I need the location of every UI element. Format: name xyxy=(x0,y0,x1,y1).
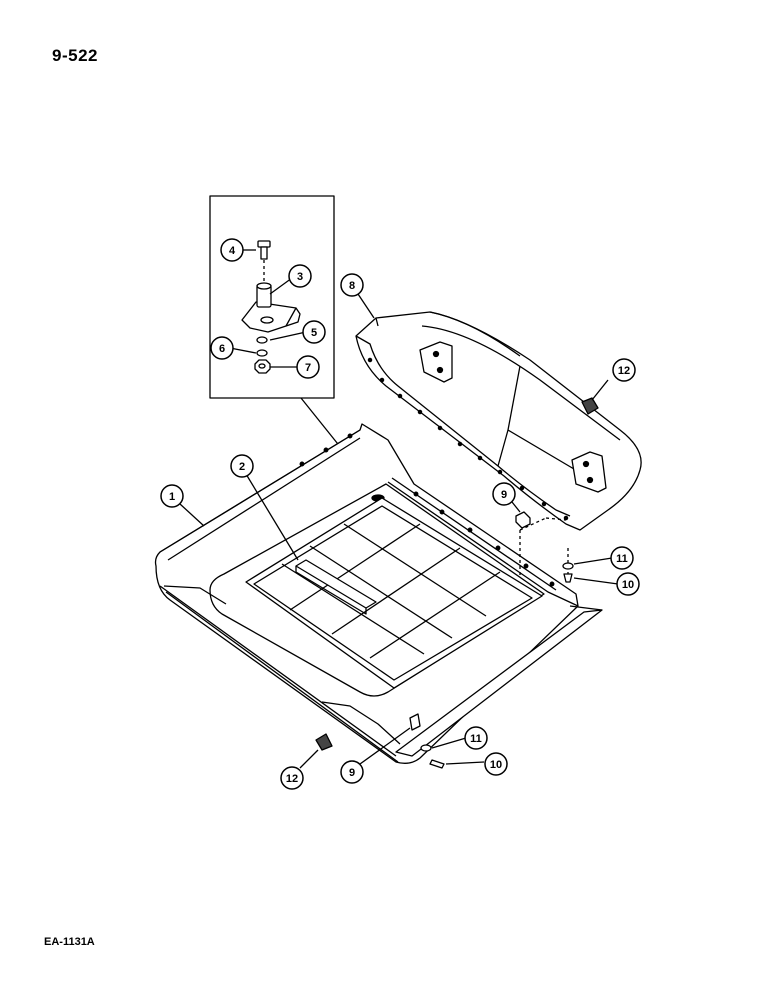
figure-code: EA-1131A xyxy=(44,936,95,948)
callout-9-upper: 9 xyxy=(492,482,516,506)
svg-text:8: 8 xyxy=(349,280,355,292)
screw-upper xyxy=(563,573,573,583)
nut-part xyxy=(254,359,271,374)
svg-text:6: 6 xyxy=(219,343,225,355)
washer-lower xyxy=(420,744,432,752)
lock-washer-part xyxy=(256,349,268,357)
callout-5: 5 xyxy=(302,320,326,344)
callout-6: 6 xyxy=(210,336,234,360)
clip-nut-upper xyxy=(515,511,531,529)
callout-12-lower: 12 xyxy=(280,766,304,790)
svg-text:12: 12 xyxy=(286,773,298,785)
alignment-lines xyxy=(519,517,569,576)
detail-inset-frame xyxy=(209,195,335,399)
callout-2: 2 xyxy=(230,454,254,478)
callout-11-upper: 11 xyxy=(610,546,634,570)
grille-part xyxy=(245,497,543,689)
callout-9-lower: 9 xyxy=(340,760,364,784)
callout-4: 4 xyxy=(220,238,244,262)
svg-text:11: 11 xyxy=(616,553,628,565)
washer-part xyxy=(256,336,268,344)
callout-3: 3 xyxy=(288,264,312,288)
svg-text:4: 4 xyxy=(229,245,236,257)
washer-upper xyxy=(562,562,574,570)
spacer-bracket-part xyxy=(241,282,301,333)
side-rail-part xyxy=(163,585,603,757)
svg-text:1: 1 xyxy=(169,491,175,503)
callout-11-lower: 11 xyxy=(464,726,488,750)
svg-text:2: 2 xyxy=(239,461,245,473)
svg-text:10: 10 xyxy=(622,579,634,591)
svg-text:3: 3 xyxy=(297,271,303,283)
callout-12-upper: 12 xyxy=(612,358,636,382)
callout-leaders xyxy=(179,249,619,769)
callout-8: 8 xyxy=(340,273,364,297)
support-bar-part xyxy=(295,559,377,615)
screw-lower xyxy=(429,759,445,769)
svg-text:5: 5 xyxy=(311,327,317,339)
callout-1: 1 xyxy=(160,484,184,508)
svg-text:10: 10 xyxy=(490,759,502,771)
callout-10-upper: 10 xyxy=(616,572,640,596)
page-number: 9-522 xyxy=(52,46,98,65)
clip-nut-lower xyxy=(409,713,421,731)
rear-cover-part xyxy=(355,311,642,531)
bumper-lower xyxy=(315,733,333,751)
callout-7: 7 xyxy=(296,355,320,379)
bolt-part xyxy=(257,240,271,260)
svg-text:9: 9 xyxy=(349,767,355,779)
svg-text:11: 11 xyxy=(470,733,482,745)
svg-text:7: 7 xyxy=(305,362,311,374)
svg-text:9: 9 xyxy=(501,489,507,501)
bumper-upper xyxy=(581,397,599,415)
svg-text:12: 12 xyxy=(618,365,630,377)
callout-10-lower: 10 xyxy=(484,752,508,776)
